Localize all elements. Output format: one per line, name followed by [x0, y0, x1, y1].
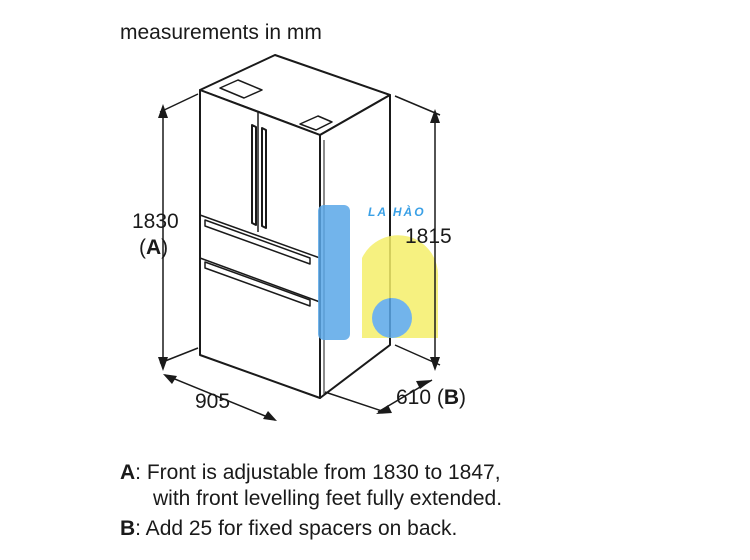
depth-label: 610 (B)	[396, 386, 467, 409]
note-a-line2: with front levelling feet fully extended…	[153, 487, 503, 510]
height-total-label: 1830	[132, 210, 179, 233]
fridge-front	[199, 89, 321, 399]
note-b-key: B	[120, 517, 136, 540]
depth-value: 610	[396, 386, 432, 409]
note-a-text: : Front is adjustable from 1830 to 1847,	[135, 461, 501, 484]
note-a-line1: A: Front is adjustable from 1830 to 1847…	[120, 462, 501, 483]
height-side-label: 1815	[405, 225, 452, 248]
width-label: 905	[195, 390, 231, 413]
note-b-text: : Add 25 for fixed spacers on back.	[135, 517, 458, 540]
watermark-logo	[318, 205, 439, 340]
measurements-title: measurements in mm	[120, 21, 322, 44]
note-a-key: A	[120, 461, 136, 484]
note-b-line1: B: Add 25 for fixed spacers on back.	[120, 518, 457, 539]
height-total-ref: (A)	[139, 236, 169, 259]
watermark-text: LA HÀO	[368, 205, 426, 219]
